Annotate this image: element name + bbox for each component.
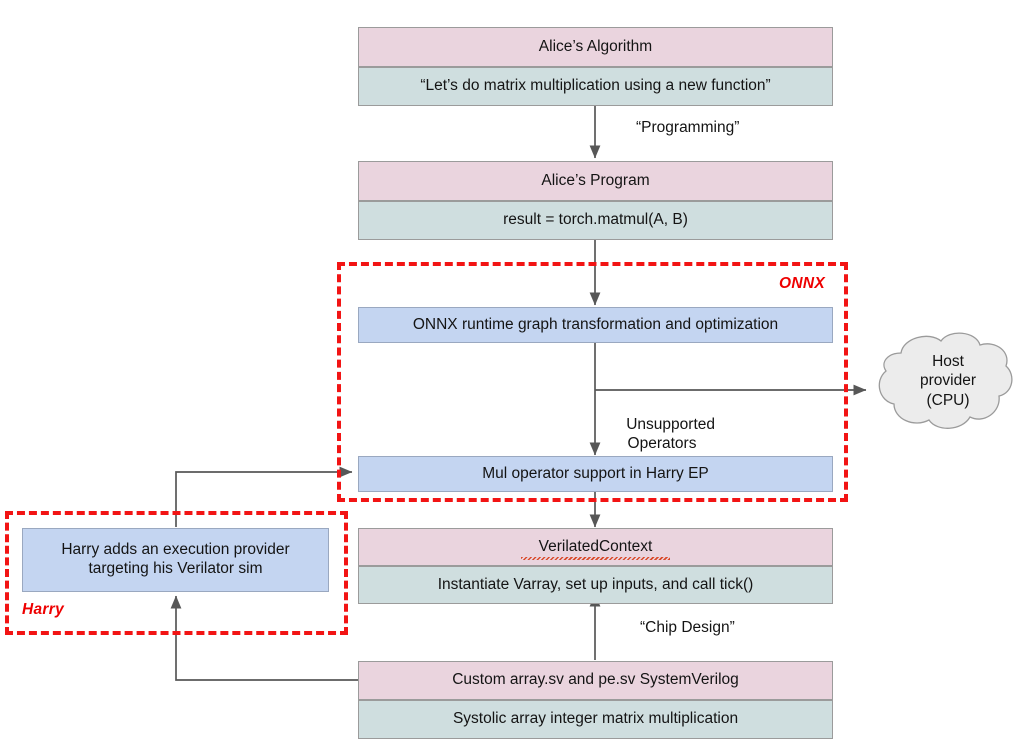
- node-verilated-context-body: Instantiate Varray, set up inputs, and c…: [358, 566, 833, 604]
- node-alice-algorithm-header: Alice’s Algorithm: [358, 27, 833, 67]
- node-alice-program-body: result = torch.matmul(A, B): [358, 201, 833, 240]
- edge-label-programming: “Programming”: [636, 119, 740, 136]
- group-harry-label: Harry: [22, 601, 64, 618]
- node-alice-algorithm-body: “Let’s do matrix multiplication using a …: [358, 67, 833, 106]
- group-onnx-label: ONNX: [779, 275, 825, 292]
- node-systemverilog-body: Systolic array integer matrix multiplica…: [358, 700, 833, 739]
- edge-label-unsupported-operators: Unsupported Operators: [609, 397, 715, 473]
- node-onnx-runtime: ONNX runtime graph transformation and op…: [358, 307, 833, 343]
- node-systemverilog-header: Custom array.sv and pe.sv SystemVerilog: [358, 661, 833, 700]
- node-host-provider-label: Host provider (CPU): [920, 353, 976, 409]
- node-harry-provider: Harry adds an execution provider targeti…: [22, 528, 329, 592]
- node-harry-ep: Mul operator support in Harry EP: [358, 456, 833, 492]
- edge-label-chip-design: “Chip Design”: [640, 619, 735, 636]
- edge-systemverilog-to-harryprovider: [170, 595, 358, 681]
- edge-label-unsupported-line1: Unsupported Operators: [626, 415, 715, 452]
- spellcheck-underline: [521, 557, 670, 560]
- node-verilated-context-header: VerilatedContext: [358, 528, 833, 566]
- node-alice-program-header: Alice’s Program: [358, 161, 833, 201]
- edge-harryprovider-to-harryep: [175, 466, 353, 527]
